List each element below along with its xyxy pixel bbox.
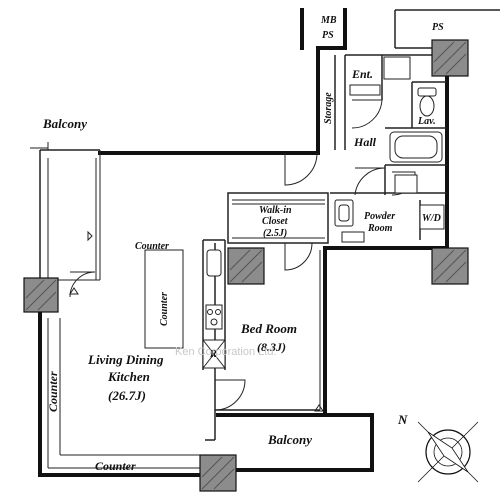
ps-label-left: PS	[322, 30, 334, 41]
fixtures	[144, 56, 445, 410]
living-area-label: (26.7J)	[108, 388, 146, 403]
walk-in-label: Walk-in	[259, 205, 292, 216]
column-left	[23, 277, 59, 313]
column-mid-right	[431, 247, 469, 285]
counter-left-label: Counter	[46, 371, 60, 412]
bed-room-label: Bed Room	[240, 321, 297, 336]
entrance-label: Ent.	[351, 67, 373, 81]
kitchen-label: Kitchen	[107, 369, 150, 384]
compass-north-label: N	[397, 412, 408, 427]
living-label: Living Dining	[87, 352, 164, 367]
room-label: Room	[367, 223, 393, 234]
compass-ring	[425, 429, 471, 475]
room-labels: MB PS PS Ent. Storage Lav. Hall Walk-in …	[42, 15, 444, 473]
mb-label: MB	[320, 15, 337, 26]
counter-vertical-label: Counter	[159, 292, 170, 326]
closet-area-label: (2.5J)	[263, 228, 287, 239]
markers	[69, 230, 324, 412]
column-center	[227, 247, 265, 285]
watermark: Ken Corporation Ltd.	[175, 346, 277, 358]
column-top-right	[431, 39, 469, 77]
hall-label: Hall	[353, 135, 377, 149]
balcony-top-label: Balcony	[42, 116, 87, 131]
counter-bottom-label: Counter	[95, 459, 136, 473]
storage-label: Storage	[323, 92, 334, 124]
powder-label: Powder	[364, 211, 395, 222]
column-bottom	[199, 454, 237, 492]
refrigerator-label: R	[209, 349, 217, 360]
ps-label-top: PS	[432, 22, 444, 33]
closet-label: Closet	[262, 216, 289, 227]
balcony-bottom-label: Balcony	[267, 432, 312, 447]
compass	[417, 421, 479, 483]
lav-label: Lav.	[417, 116, 436, 127]
counter-island-label: Counter	[135, 241, 169, 252]
structural-columns	[23, 39, 469, 492]
door-swings	[69, 99, 416, 411]
bed-room-area-label: (8.3J)	[257, 340, 286, 354]
structural-walls	[30, 8, 500, 477]
wd-label: W/D	[422, 213, 441, 224]
